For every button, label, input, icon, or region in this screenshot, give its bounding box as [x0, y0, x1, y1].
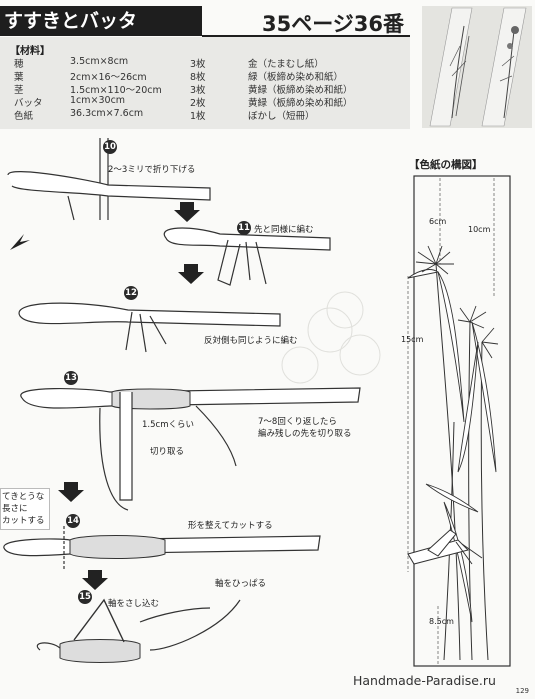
step-14-label-d: カットする: [2, 516, 45, 526]
step-13-label-a: 1.5cmくらい: [142, 420, 194, 430]
step-13-label-d: 編み残しの先を切り取る: [258, 429, 352, 439]
dimension-15cm: 15cm: [401, 335, 424, 344]
step-14-label-a: 形を整えてカットする: [188, 521, 273, 531]
composition-diagram-title: 【色紙の構図】: [409, 159, 483, 171]
dimension-8-5cm: 8.5cm: [429, 617, 454, 626]
material-color: 緑（板締め染め和紙）: [248, 72, 344, 83]
step-13-label-b: 切り取る: [150, 447, 185, 457]
step-number: 12: [124, 286, 138, 300]
step-number: 11: [237, 221, 251, 235]
material-name: 穂: [14, 59, 24, 70]
materials-heading: 【材料】: [10, 46, 50, 57]
step-13-label-c: 7〜8回くり返したら: [258, 417, 337, 427]
step-15-label-b: 軸をひっぱる: [215, 579, 267, 589]
material-qty: 3枚: [190, 59, 206, 70]
material-color: 黄緑（板締め染め和紙）: [248, 98, 353, 109]
dimension-10cm: 10cm: [468, 225, 491, 234]
material-color: ぼかし（短冊）: [248, 111, 315, 122]
material-color: 金（たまむし紙）: [248, 59, 324, 70]
material-name: バッタ: [14, 98, 43, 109]
step-number: 14: [66, 514, 80, 528]
step-10-label: 2〜3ミリで折り下げる: [108, 165, 196, 175]
step-14-label-c: 長さに: [2, 504, 28, 514]
step-12-label: 反対側も同じように編む: [204, 336, 298, 346]
page-reference: 35ページ36番: [262, 12, 405, 36]
material-qty: 3枚: [190, 85, 206, 96]
material-qty: 2枚: [190, 98, 206, 109]
page-title: すすきとバッタ: [0, 6, 202, 36]
material-qty: 1枚: [190, 111, 206, 122]
material-color: 黄緑（板締め染め和紙）: [248, 85, 353, 96]
material-name: 色紙: [14, 111, 34, 122]
step-14-note-box: [0, 488, 50, 530]
instruction-illustration: [3, 138, 381, 663]
material-size: 3.5cm×8cm: [70, 56, 129, 67]
material-size: 36.3cm×7.6cm: [70, 108, 144, 119]
step-number: 10: [103, 140, 117, 154]
step-15-label-a: 軸をさし込む: [108, 599, 160, 609]
material-name: 葉: [14, 72, 24, 83]
step-number: 13: [64, 371, 78, 385]
materials-box: [0, 37, 410, 129]
header-rule: [202, 35, 410, 37]
page-number: 129: [515, 687, 529, 695]
dimension-6cm: 6cm: [429, 217, 447, 226]
material-size: 1.5cm×110〜20cm: [70, 85, 162, 96]
material-qty: 8枚: [190, 72, 206, 83]
watermark: Handmade-Paradise.ru: [353, 673, 496, 688]
step-number: 15: [78, 590, 92, 604]
composition-diagram: [407, 175, 511, 667]
step-14-label-b: てきとうな: [2, 492, 45, 502]
step-11-label: 先と同様に編む: [254, 225, 314, 235]
material-name: 茎: [14, 85, 24, 96]
material-size: 2cm×16〜26cm: [70, 72, 147, 83]
finished-photo: [422, 6, 532, 128]
material-size: 1cm×30cm: [70, 95, 126, 106]
